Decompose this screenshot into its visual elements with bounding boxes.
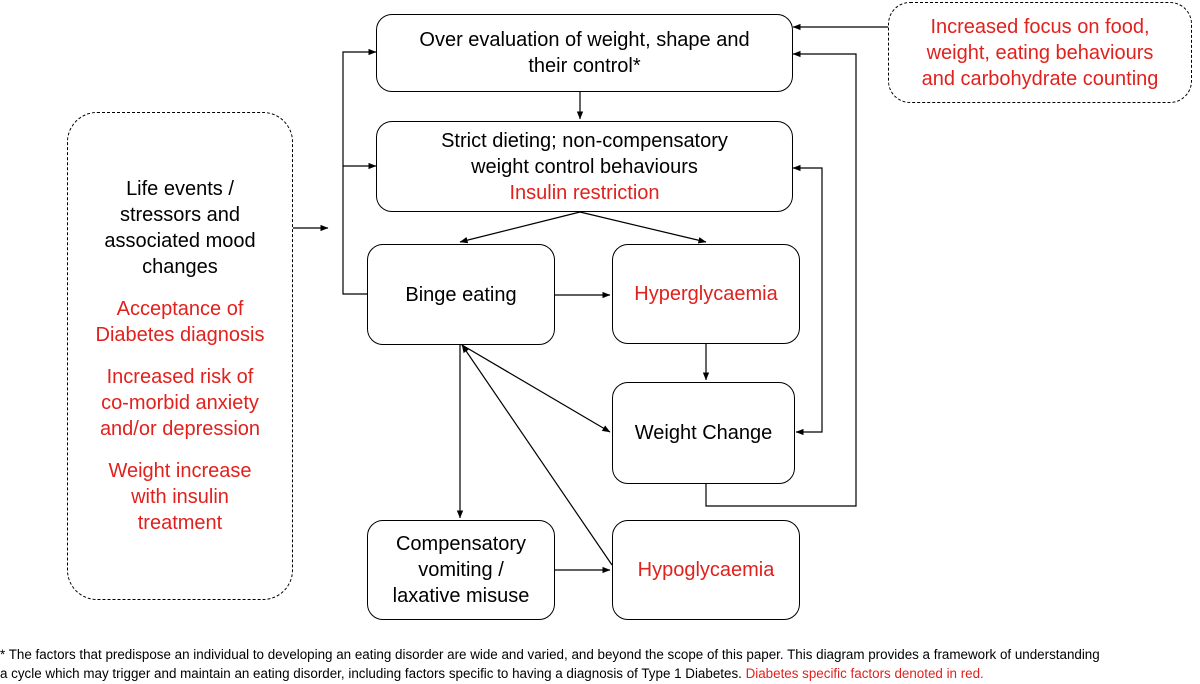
node-hyperglycaemia: Hyperglycaemia (612, 244, 800, 344)
insulin-restriction-label: Insulin restriction (509, 181, 660, 204)
binge-eating-label: Binge eating (405, 283, 517, 306)
node-life-events: Life events / stressors and associated m… (67, 112, 293, 600)
acceptance-line-2: Diabetes diagnosis (95, 324, 265, 346)
footnote: * The factors that predispose an individ… (0, 645, 1200, 683)
comorbid-risk-text: Increased risk of co-morbid anxiety and/… (100, 364, 260, 442)
arrow-binge-loop-over-eval (342, 48, 377, 295)
arrow-weight-over-eval-loop (705, 50, 857, 507)
weight-increase-line-3: treatment (137, 512, 223, 534)
footnote-line-2-text: a cycle which may trigger and maintain a… (0, 666, 742, 681)
node-over-evaluation: Over evaluation of weight, shape and the… (376, 14, 793, 92)
arrow-dieting-to-binge (459, 211, 581, 244)
hypoglycaemia-label: Hypoglycaemia (637, 559, 775, 581)
strict-dieting-line-1: Strict dieting; non-compensatory (441, 129, 728, 152)
node-increased-focus: Increased focus on food, weight, eating … (888, 2, 1192, 103)
weight-increase-line-1: Weight increase (108, 460, 252, 482)
arrow-dieting-to-hyperglycaemia (579, 211, 707, 244)
weight-increase-text: Weight increase with insulin treatment (108, 458, 251, 536)
acceptance-line-1: Acceptance of (116, 298, 244, 320)
footnote-red-note: Diabetes specific factors denoted in red… (745, 666, 984, 681)
life-events-text: Life events / stressors and associated m… (104, 176, 255, 280)
node-binge-eating: Binge eating (367, 244, 555, 345)
increased-focus-line-2: weight, eating behaviours (926, 41, 1154, 64)
footnote-line-2: a cycle which may trigger and maintain a… (0, 664, 1200, 683)
strict-dieting-line-2: weight control behaviours (471, 155, 698, 178)
node-strict-dieting: Strict dieting; non-compensatory weight … (376, 121, 793, 212)
compensatory-line-3: laxative misuse (392, 585, 530, 607)
over-evaluation-line-2: their control* (528, 55, 641, 77)
node-hypoglycaemia: Hypoglycaemia (612, 520, 800, 620)
arrow-hypoglycaemia-to-binge (461, 344, 613, 566)
life-events-line-2: stressors and (119, 204, 241, 226)
life-events-line-1: Life events / (126, 178, 234, 200)
hyperglycaemia-label: Hyperglycaemia (634, 283, 778, 305)
over-evaluation-line-1: Over evaluation of weight, shape and (419, 29, 750, 51)
footnote-line-1: * The factors that predispose an individ… (0, 647, 1100, 662)
comorbid-line-3: and/or depression (99, 418, 261, 440)
life-events-line-4: changes (142, 256, 218, 278)
compensatory-line-2: vomiting / (418, 559, 504, 581)
comorbid-line-2: co-morbid anxiety (101, 392, 259, 414)
acceptance-of-diagnosis-text: Acceptance of Diabetes diagnosis (96, 296, 265, 348)
node-compensatory: Compensatory vomiting / laxative misuse (367, 520, 555, 620)
weight-increase-line-2: with insulin (131, 486, 229, 508)
comorbid-line-1: Increased risk of (106, 366, 254, 388)
life-events-line-3: associated mood (104, 230, 256, 252)
increased-focus-line-1: Increased focus on food, (930, 15, 1150, 38)
arrow-binge-to-weight (461, 344, 611, 433)
node-weight-change: Weight Change (612, 382, 795, 484)
arrow-weight-dieting-loop (792, 164, 823, 436)
increased-focus-line-3: and carbohydrate counting (921, 67, 1159, 90)
compensatory-line-1: Compensatory (395, 533, 527, 555)
weight-change-label: Weight Change (634, 422, 773, 444)
